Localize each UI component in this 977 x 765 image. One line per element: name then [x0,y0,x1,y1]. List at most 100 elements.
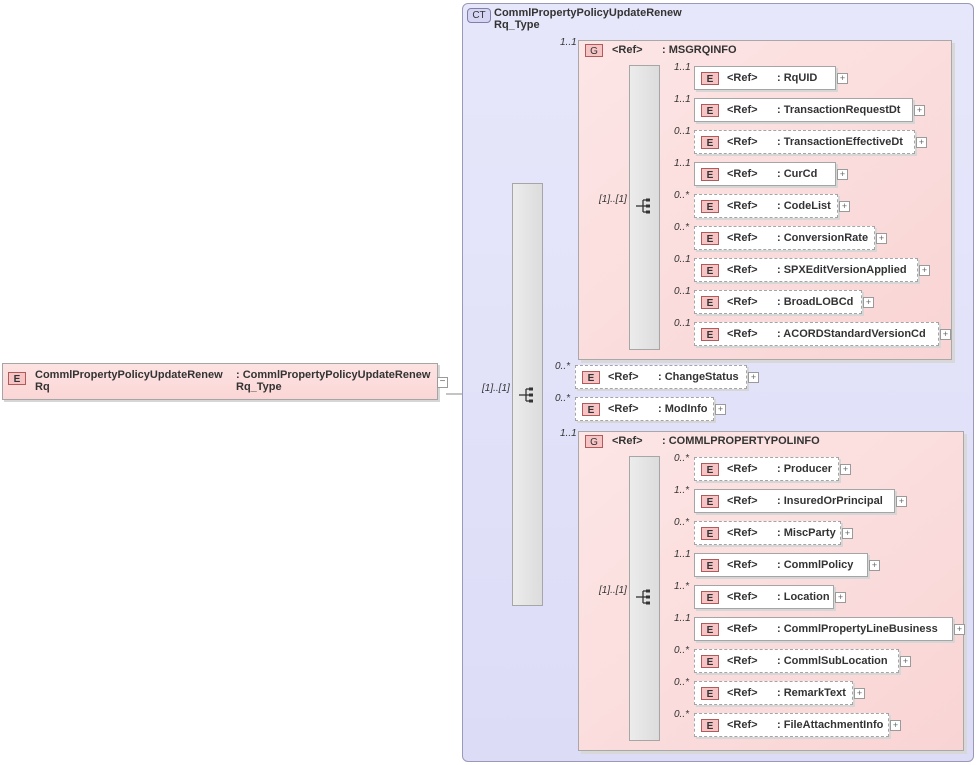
element-comml-property-line-business[interactable]: E<Ref>: CommlPropertyLineBusiness [694,617,953,641]
group-commlpropertypolinfo-name: : COMMLPROPERTYPOLINFO [662,435,820,447]
expand-toggle[interactable]: + [835,592,846,603]
expand-toggle[interactable]: + [863,297,874,308]
element-name: : CommlPolicy [777,559,854,571]
element-name: : BroadLOBCd [777,296,854,308]
element-insured-or-principal[interactable]: E<Ref>: InsuredOrPrincipal [694,489,895,513]
root-name-line1: CommlPropertyPolicyUpdateRenew [35,369,223,381]
element-ref-label: <Ref> [727,559,758,571]
sequence-icon [636,198,650,214]
element-badge: E [701,463,719,476]
element-ref-label: <Ref> [727,328,758,340]
element-rq-uid[interactable]: E<Ref>: RqUID [694,66,836,90]
element-badge: E [701,72,719,85]
element-ref-label: <Ref> [608,403,639,415]
element-name: : CodeList [777,200,831,212]
group-badge: G [585,44,603,57]
element-acordstandard-version-cd[interactable]: E<Ref>: ACORDStandardVersionCd [694,322,939,346]
element-change-status[interactable]: E<Ref>: ChangeStatus [575,365,747,389]
element-cardinality: 0..* [674,222,690,233]
element-name: : CommlSubLocation [777,655,888,667]
group-msgrqinfo-name: : MSGRQINFO [662,44,737,56]
element-remark-text[interactable]: E<Ref>: RemarkText [694,681,853,705]
group-msgrqinfo-badge: G [585,44,603,57]
root-element[interactable]: E CommlPropertyPolicyUpdateRenew Rq : Co… [2,363,438,400]
element-producer[interactable]: E<Ref>: Producer [694,457,839,481]
root-element-name: CommlPropertyPolicyUpdateRenew Rq [35,369,223,393]
expand-toggle[interactable]: + [839,201,850,212]
element-ref-label: <Ref> [727,655,758,667]
group-badge: G [585,435,603,448]
element-badge: E [701,264,719,277]
expand-toggle[interactable]: + [900,656,911,667]
expand-toggle[interactable]: + [919,265,930,276]
element-badge: E [701,200,719,213]
element-badge: E [701,687,719,700]
group-commlpropertypolinfo-badge: G [585,435,603,448]
element-cardinality: 1..1 [674,549,691,560]
expand-toggle[interactable]: + [854,688,865,699]
element-ref-label: <Ref> [727,527,758,539]
expand-toggle[interactable]: + [876,233,887,244]
element-cardinality: 0..1 [674,126,691,137]
expand-toggle[interactable]: + [837,73,848,84]
expand-toggle[interactable]: + [837,169,848,180]
element-broad-lobcd[interactable]: E<Ref>: BroadLOBCd [694,290,862,314]
element-location[interactable]: E<Ref>: Location [694,585,834,609]
element-cardinality: 0..* [674,677,690,688]
expand-toggle[interactable]: + [916,137,927,148]
element-cardinality: 1..* [674,581,690,592]
root-type-line2: Rq_Type [236,381,282,393]
element-cardinality: 0..* [555,393,571,404]
element-badge: E [701,104,719,117]
element-ref-label: <Ref> [727,463,758,475]
element-file-attachment-info[interactable]: E<Ref>: FileAttachmentInfo [694,713,889,737]
expand-toggle[interactable]: + [840,464,851,475]
element-badge: E [701,232,719,245]
element-conversion-rate[interactable]: E<Ref>: ConversionRate [694,226,875,250]
element-ref-label: <Ref> [727,232,758,244]
main-sequence-cardinality: [1]..[1] [482,383,510,394]
expand-toggle[interactable]: + [842,528,853,539]
element-cardinality: 0..1 [674,286,691,297]
element-misc-party[interactable]: E<Ref>: MiscParty [694,521,841,545]
element-cardinality: 1..1 [674,94,691,105]
element-cardinality: 0..* [674,453,690,464]
expand-toggle[interactable]: + [954,624,965,635]
element-name: : ChangeStatus [658,371,739,383]
element-transaction-effective-dt[interactable]: E<Ref>: TransactionEffectiveDt [694,130,915,154]
element-name: : RemarkText [777,687,846,699]
expand-toggle[interactable]: + [748,372,759,383]
element-name: : TransactionRequestDt [777,104,901,116]
element-badge: E [701,719,719,732]
complex-type-badge: CT [467,8,491,23]
element-ref-label: <Ref> [727,719,758,731]
element-comml-policy[interactable]: E<Ref>: CommlPolicy [694,553,868,577]
collapse-toggle[interactable]: − [437,377,448,388]
element-transaction-request-dt[interactable]: E<Ref>: TransactionRequestDt [694,98,913,122]
element-cardinality: 0..1 [674,254,691,265]
element-comml-sub-location[interactable]: E<Ref>: CommlSubLocation [694,649,899,673]
element-name: : CurCd [777,168,818,180]
element-code-list[interactable]: E<Ref>: CodeList [694,194,838,218]
element-mod-info[interactable]: E<Ref>: ModInfo [575,397,714,421]
group-msgrqinfo-sequence-cardinality: [1]..[1] [599,194,627,205]
expand-toggle[interactable]: + [715,404,726,415]
element-spxedit-version-applied[interactable]: E<Ref>: SPXEditVersionApplied [694,258,918,282]
element-badge: E [701,591,719,604]
expand-toggle[interactable]: + [896,496,907,507]
element-name: : RqUID [777,72,818,84]
element-badge: E [8,372,26,385]
expand-toggle[interactable]: + [940,329,951,340]
element-badge: E [701,136,719,149]
group-commlpropertypolinfo-sequence-cardinality: [1]..[1] [599,585,627,596]
complex-type-title-line1: CommlPropertyPolicyUpdateRenew [494,7,682,19]
expand-toggle[interactable]: + [914,105,925,116]
sequence-icon [636,589,650,605]
expand-toggle[interactable]: + [890,720,901,731]
element-cur-cd[interactable]: E<Ref>: CurCd [694,162,836,186]
element-badge: E [701,168,719,181]
expand-toggle[interactable]: + [869,560,880,571]
element-cardinality: 0..* [674,517,690,528]
element-cardinality: 1..1 [674,613,691,624]
element-ref-label: <Ref> [727,296,758,308]
